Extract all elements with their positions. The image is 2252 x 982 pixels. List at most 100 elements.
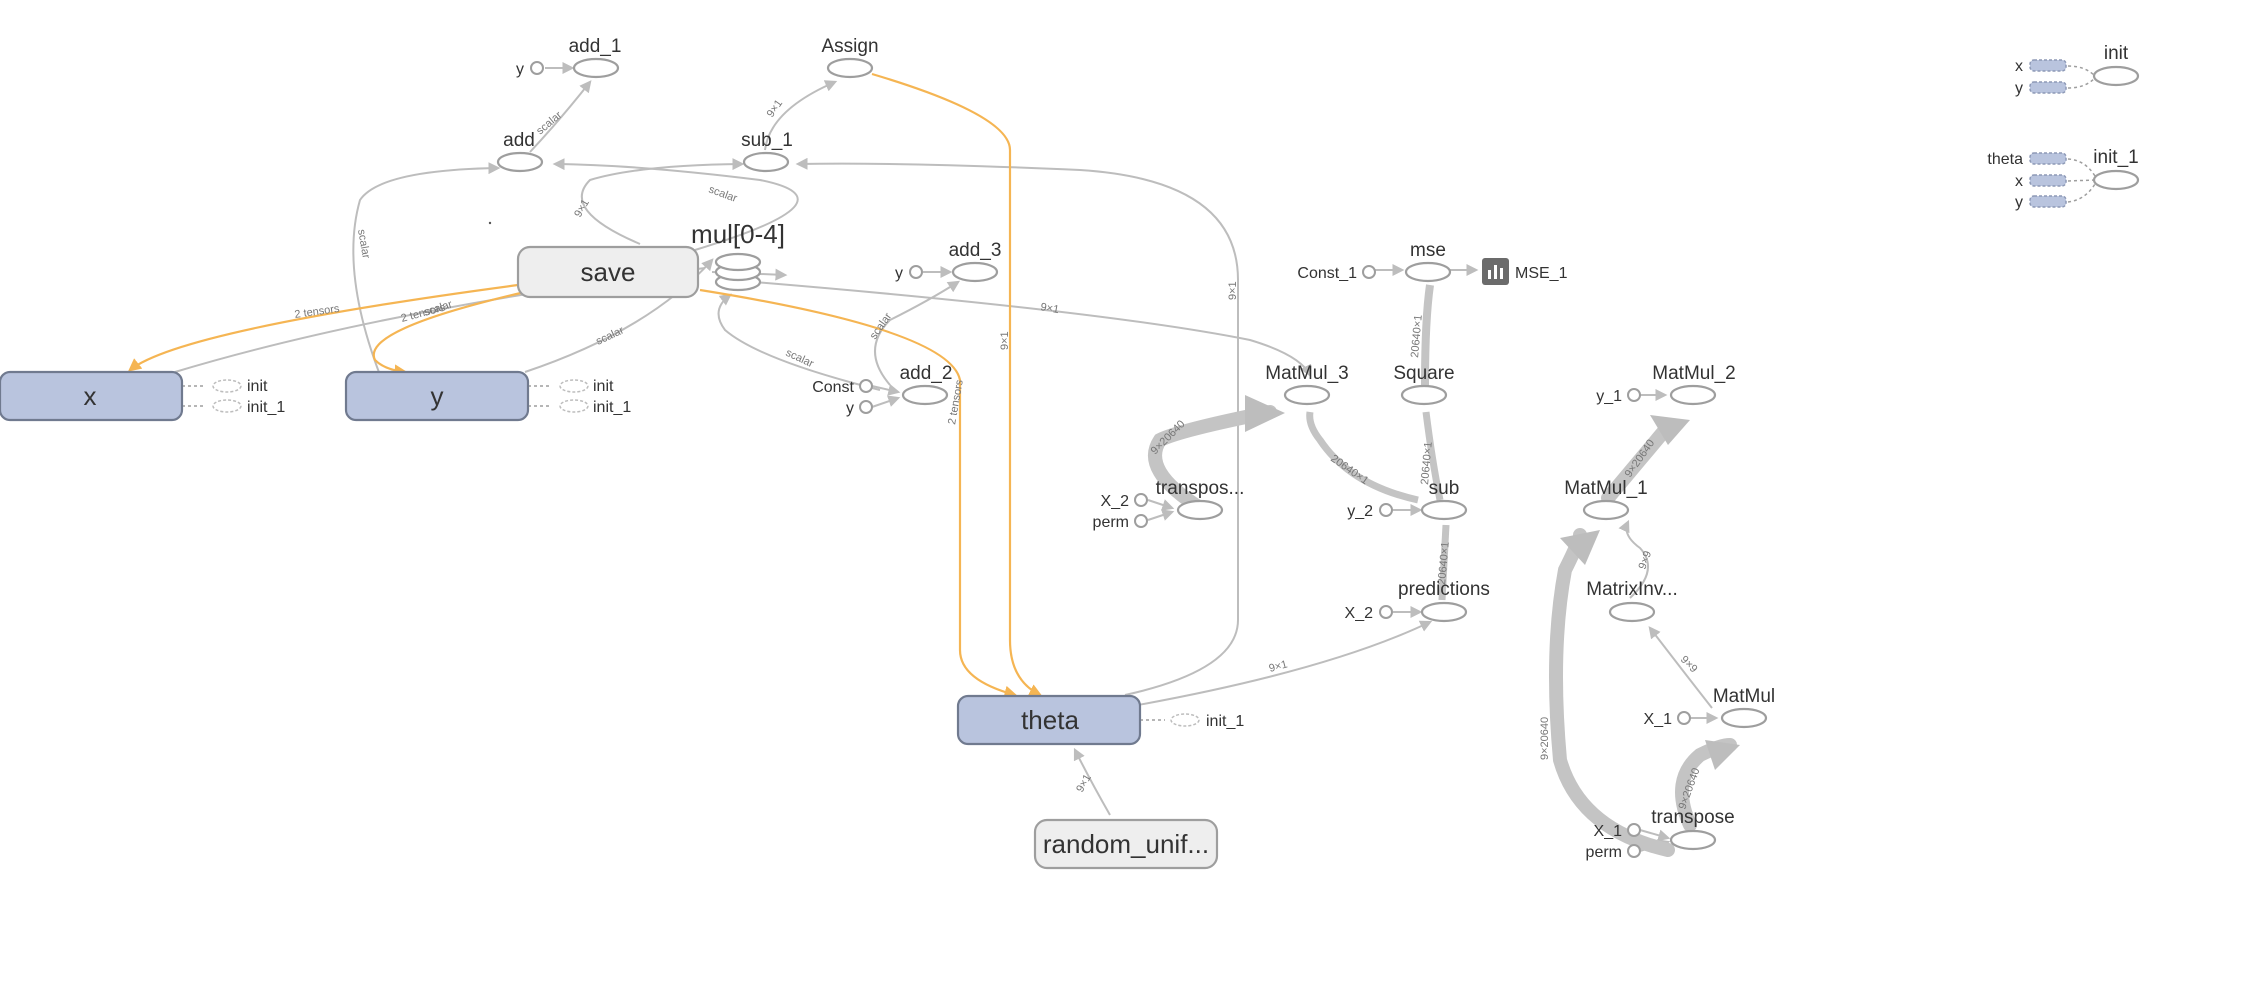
node-mul-series[interactable]: mul[0-4] bbox=[691, 219, 785, 292]
node-const[interactable]: Const bbox=[812, 379, 873, 396]
edge-mul-to-matmul3 bbox=[729, 279, 1312, 378]
edge-add-to-add1 bbox=[529, 80, 592, 153]
node-x1-input[interactable]: X_1 bbox=[1594, 823, 1641, 840]
const-node-shape bbox=[909, 265, 923, 279]
node-matrixinv[interactable]: MatrixInv... bbox=[1586, 579, 1678, 623]
edge-y-to-add2 bbox=[871, 395, 901, 408]
edge-label-9x1: 9×1 bbox=[1039, 301, 1059, 316]
ctrl-init-x[interactable]: init init_1 bbox=[212, 378, 285, 416]
edge-mul-to-sub1 bbox=[580, 158, 745, 245]
node-transpos[interactable]: transpos... bbox=[1156, 478, 1245, 521]
node-y-input[interactable]: y bbox=[846, 400, 873, 417]
ctrl-var-shape bbox=[2029, 174, 2067, 187]
edge-label-9x20640: 9×20640 bbox=[1623, 437, 1658, 479]
node-perm-input[interactable]: perm bbox=[1586, 844, 1641, 861]
op-node-shape bbox=[901, 384, 949, 406]
node-x2-input[interactable]: X_2 bbox=[1345, 605, 1393, 622]
node-matmul[interactable]: MatMul bbox=[1713, 686, 1775, 729]
node-x1-label: X_1 bbox=[1594, 823, 1623, 840]
node-theta[interactable]: theta bbox=[956, 694, 1142, 746]
node-assign[interactable]: Assign bbox=[821, 36, 879, 79]
const-node-shape bbox=[1379, 503, 1393, 517]
edge-label-20640x1: 20640×1 bbox=[1409, 314, 1425, 358]
const-node-shape bbox=[530, 61, 544, 75]
node-random-unif[interactable]: random_unif... bbox=[1033, 818, 1219, 870]
summary-bar bbox=[1500, 268, 1503, 279]
node-matmul1-label: MatMul_1 bbox=[1564, 478, 1647, 499]
node-add1[interactable]: add_1 bbox=[569, 36, 622, 79]
arrow-matmul bbox=[1705, 740, 1740, 770]
edge-label-9x9: 9×9 bbox=[1678, 654, 1700, 676]
node-y2-input[interactable]: y_2 bbox=[1347, 503, 1393, 520]
node-x1-input[interactable]: X_1 bbox=[1644, 711, 1691, 728]
node-add[interactable]: add bbox=[496, 130, 544, 173]
aux-theta-label: theta bbox=[1987, 151, 2023, 168]
const-node-shape bbox=[1627, 388, 1641, 402]
node-perm-label: perm bbox=[1093, 514, 1129, 531]
node-init-label: init bbox=[2104, 43, 2129, 64]
node-sub-label: sub bbox=[1429, 478, 1460, 499]
op-node-shape bbox=[951, 261, 999, 283]
op-node-shape bbox=[742, 151, 790, 173]
edge-label-2-tensors: 2 tensors bbox=[294, 303, 341, 321]
node-mul-label: mul[0-4] bbox=[691, 219, 785, 249]
op-node-shape bbox=[1669, 384, 1717, 406]
node-x2-label: X_2 bbox=[1345, 605, 1374, 622]
node-x[interactable]: x bbox=[0, 370, 184, 422]
node-x2-input[interactable]: X_2 bbox=[1101, 493, 1148, 510]
summary-bar bbox=[1494, 265, 1497, 279]
op-node-shape bbox=[2092, 65, 2140, 87]
op-node-shape bbox=[1420, 499, 1468, 521]
node-random-unif-label: random_unif... bbox=[1043, 829, 1209, 859]
node-mse[interactable]: mse bbox=[1404, 240, 1452, 283]
node-add3[interactable]: add_3 bbox=[949, 240, 1002, 283]
node-matmul1[interactable]: MatMul_1 bbox=[1564, 478, 1648, 521]
const-node-shape bbox=[1379, 605, 1393, 619]
node-mse1-summary[interactable]: MSE_1 bbox=[1482, 258, 1568, 285]
summary-bar bbox=[1488, 270, 1491, 279]
const-node-shape bbox=[1134, 493, 1148, 507]
op-node-shape bbox=[572, 57, 620, 79]
node-const1[interactable]: Const_1 bbox=[1297, 265, 1376, 282]
node-matmul2[interactable]: MatMul_2 bbox=[1652, 363, 1736, 406]
op-node-shape bbox=[1582, 499, 1630, 521]
op-node-shape bbox=[1283, 384, 1331, 406]
edge-save-to-y-ref bbox=[372, 290, 526, 378]
op-node-shape bbox=[826, 57, 874, 79]
node-sub1[interactable]: sub_1 bbox=[741, 130, 793, 173]
node-add-label: add bbox=[503, 130, 535, 151]
node-y[interactable]: y bbox=[344, 370, 530, 422]
edge-label-scalar: scalar bbox=[534, 109, 564, 137]
node-transpose-label: transpose bbox=[1651, 807, 1734, 828]
node-y-input-label: y bbox=[895, 265, 903, 282]
edge-matmul-to-matrixinv bbox=[1648, 626, 1713, 709]
aux-init1[interactable]: init_1 theta x y bbox=[1987, 147, 2140, 211]
aux-init[interactable]: init x y bbox=[2015, 43, 2140, 97]
op-node-shape bbox=[1669, 829, 1717, 851]
node-sub[interactable]: sub bbox=[1420, 478, 1468, 521]
node-save[interactable]: save bbox=[516, 245, 700, 299]
node-matmul3[interactable]: MatMul_3 bbox=[1265, 363, 1349, 406]
ctrl-init-y[interactable]: init init_1 bbox=[559, 378, 631, 416]
node-transpose[interactable]: transpose bbox=[1651, 807, 1735, 851]
ctrl-edge bbox=[2067, 77, 2096, 89]
ctrl-init-theta[interactable]: init_1 bbox=[1170, 713, 1244, 730]
edge-perm-to-transpos bbox=[1147, 509, 1175, 521]
var-node-shape bbox=[344, 370, 530, 422]
node-add1-label: add_1 bbox=[569, 36, 622, 57]
node-square[interactable]: Square bbox=[1393, 363, 1455, 406]
node-perm-input[interactable]: perm bbox=[1093, 514, 1148, 531]
meta-node-shape bbox=[1033, 818, 1219, 870]
node-add2[interactable]: add_2 bbox=[900, 363, 953, 406]
aux-y-label: y bbox=[2015, 80, 2023, 97]
edge-label-9x1: 9×1 bbox=[999, 331, 1011, 350]
node-y-input[interactable]: y bbox=[895, 265, 923, 282]
edge-label-20640x1: 20640×1 bbox=[1328, 453, 1370, 488]
node-y-input[interactable]: y bbox=[516, 61, 544, 78]
ctrl-var-shape bbox=[2029, 59, 2067, 72]
node-y1-input[interactable]: y_1 bbox=[1596, 388, 1641, 405]
node-predictions[interactable]: predictions bbox=[1398, 579, 1490, 623]
op-node-shape bbox=[1420, 601, 1468, 623]
edge-mul-to-add bbox=[552, 158, 799, 251]
